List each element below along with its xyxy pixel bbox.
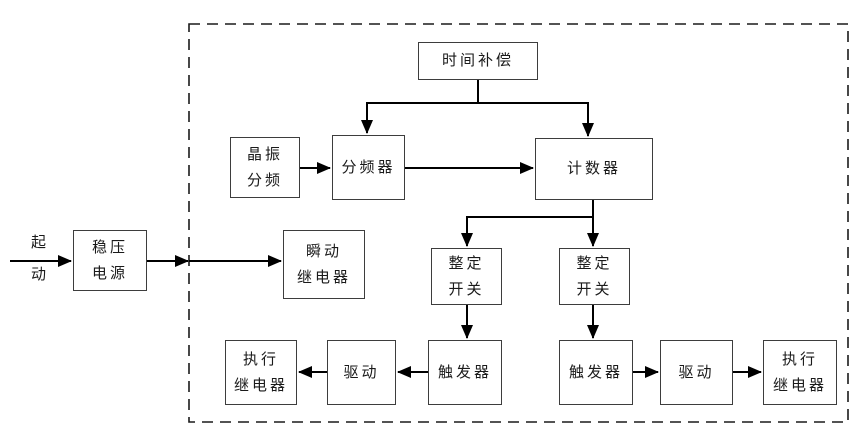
block-trigger-left: 触发器 — [428, 340, 502, 405]
block-counter: 计数器 — [535, 138, 653, 200]
block-time-compensation: 时间补偿 — [418, 42, 538, 80]
dashed-boundary — [188, 23, 849, 423]
block-drive-left: 驱动 — [327, 340, 396, 405]
block-regulated-power: 稳压 电源 — [73, 230, 147, 291]
block-frequency-divider-label: 分频器 — [341, 158, 396, 176]
block-trigger-left-label: 触发器 — [437, 363, 492, 381]
block-drive-right-label: 驱动 — [678, 363, 715, 381]
block-exec-relay-right: 执行 继电器 — [763, 340, 837, 405]
block-crystal-divider: 晶振 分频 — [230, 137, 300, 198]
block-crystal-divider-line2: 分频 — [246, 171, 283, 189]
block-trigger-right-label: 触发器 — [568, 363, 623, 381]
block-counter-label: 计数器 — [566, 160, 621, 177]
block-instant-relay: 瞬动 继电器 — [283, 230, 365, 299]
block-regulated-power-line2: 电源 — [91, 264, 128, 282]
block-setting-switch-left-line2: 开关 — [448, 280, 485, 298]
block-setting-switch-right: 整定 开关 — [559, 248, 630, 305]
start-label-line1: 起 — [30, 234, 47, 251]
block-exec-relay-left: 执行 继电器 — [225, 340, 297, 405]
block-drive-right: 驱动 — [660, 340, 733, 405]
block-setting-switch-right-line1: 整定 — [576, 254, 613, 272]
block-exec-relay-left-line2: 继电器 — [233, 376, 288, 394]
block-frequency-divider: 分频器 — [332, 135, 405, 200]
block-drive-left-label: 驱动 — [343, 363, 380, 381]
block-exec-relay-left-line1: 执行 — [242, 350, 279, 368]
block-instant-relay-line2: 继电器 — [296, 268, 351, 286]
block-trigger-right: 触发器 — [559, 340, 633, 405]
block-time-compensation-label: 时间补偿 — [441, 52, 514, 69]
block-setting-switch-left-line1: 整定 — [448, 254, 485, 272]
block-setting-switch-left: 整定 开关 — [431, 248, 502, 305]
block-regulated-power-line1: 稳压 — [91, 238, 128, 256]
start-label-line2: 动 — [30, 266, 47, 283]
block-crystal-divider-line1: 晶振 — [246, 145, 283, 163]
block-exec-relay-right-line1: 执行 — [781, 350, 818, 368]
block-instant-relay-line1: 瞬动 — [305, 242, 342, 260]
block-setting-switch-right-line2: 开关 — [576, 280, 613, 298]
start-label: 起 动 — [18, 231, 60, 287]
block-exec-relay-right-line2: 继电器 — [772, 376, 827, 394]
